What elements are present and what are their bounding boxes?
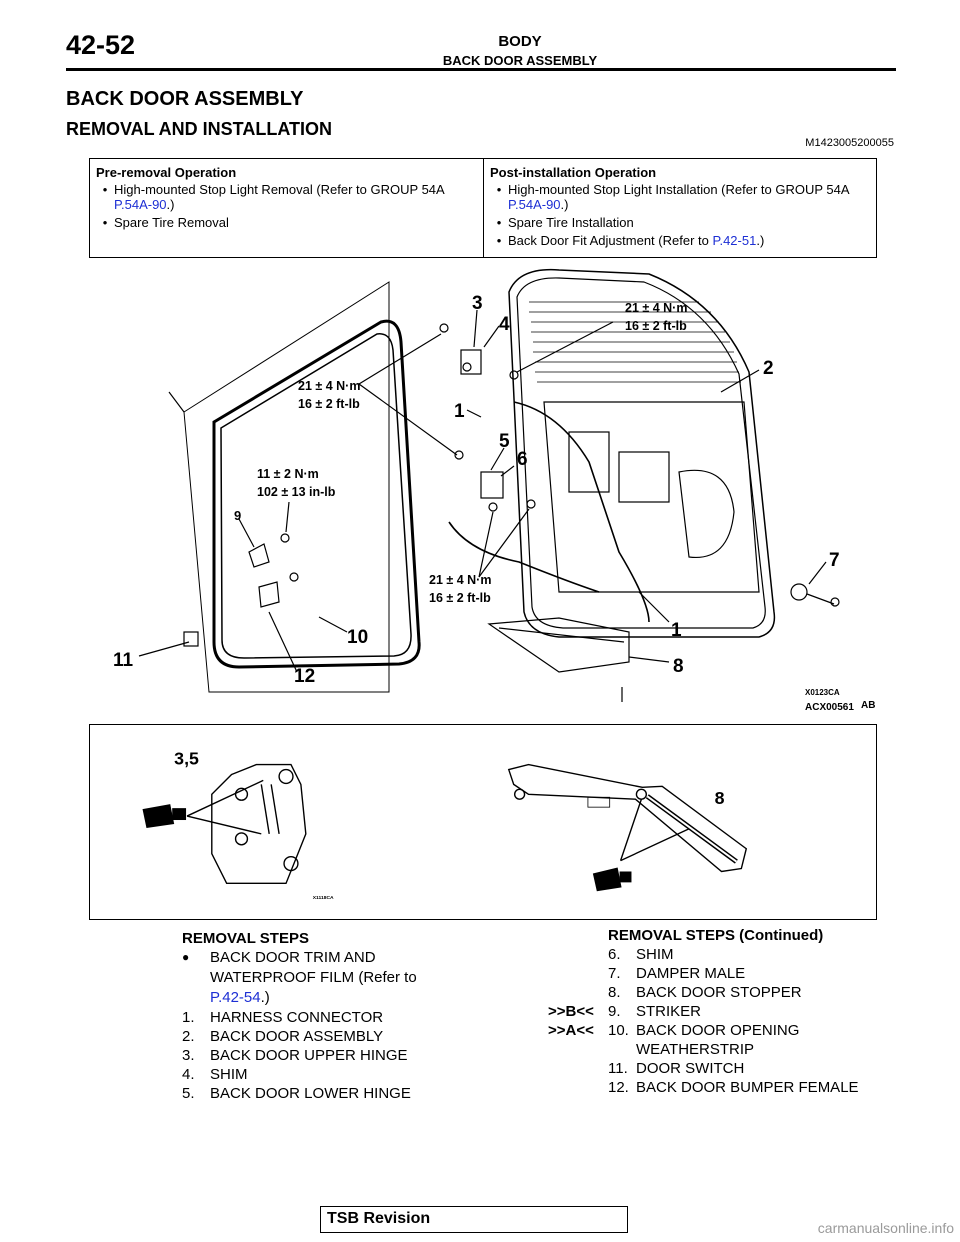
operations-table: Pre-removal Operation • High-mounted Sto… [89,158,877,258]
callout-3: 3 [472,293,483,314]
callout-10: 10 [347,627,368,648]
callout-11: 11 [113,650,134,671]
reference-link[interactable]: P.54A-90 [114,197,167,212]
removal-steps-continued: REMOVAL STEPS (Continued) 6.SHIM 7.DAMPE… [548,926,878,1097]
removal-step: 2.BACK DOOR ASSEMBLY [182,1028,384,1045]
label-stopper: 8 [715,788,725,808]
back-door-exploded-diagram: 3 4 2 1 5 6 9 7 1 10 11 12 8 21 ± 4 N·m … [113,268,875,713]
post-installation-item: • Back Door Fit Adjustment (Refer to P.4… [496,233,765,248]
removal-steps-continued-title: REMOVAL STEPS (Continued) [608,927,824,944]
callout-12: 12 [294,666,315,687]
subsection-title: BACK DOOR ASSEMBLY [442,53,598,68]
page-subtitle: REMOVAL AND INSTALLATION [66,119,332,139]
removal-step: 6.SHIM [608,946,674,963]
header-rule [66,68,896,71]
pre-removal-title: Pre-removal Operation [96,165,237,180]
removal-step: 3.BACK DOOR UPPER HINGE [182,1047,408,1064]
removal-step: >>A<<10.BACK DOOR OPENING WEATHERSTRIP [548,1022,800,1058]
watermark: carmanualsonline.info [817,1220,954,1236]
torque-spec-ft: 16 ± 2 ft-lb [429,591,491,605]
removal-steps-title: REMOVAL STEPS [182,930,309,947]
figure-code: ACX00561 [805,702,854,713]
tsb-revision-box: TSB Revision [320,1206,628,1233]
removal-step: 8.BACK DOOR STOPPER [608,984,802,1001]
torque-spec-ft: 16 ± 2 ft-lb [298,397,360,411]
figure-code: X1118CA [313,895,334,901]
figure-code: X0123CA [805,688,840,697]
removal-step: 5.BACK DOOR LOWER HINGE [182,1085,411,1102]
post-installation-column: Post-installation Operation • High-mount… [483,159,876,257]
torque-spec-nm: 21 ± 4 N·m [429,573,491,587]
callout-9: 9 [234,508,241,523]
page-title: BACK DOOR ASSEMBLY [66,88,304,110]
torque-spec-ft: 16 ± 2 ft-lb [625,319,687,333]
torque-spec-nm: 21 ± 4 N·m [298,379,360,393]
reference-link[interactable]: P.42-54 [210,989,261,1006]
post-installation-title: Post-installation Operation [490,165,657,180]
callout-8: 8 [673,656,684,677]
reference-link[interactable]: P.42-51 [712,233,757,248]
removal-step: 12.BACK DOOR BUMPER FEMALE [608,1079,859,1096]
figure-code: AB [861,700,875,711]
pre-removal-column: Pre-removal Operation • High-mounted Sto… [90,159,483,257]
callout-1: 1 [454,401,465,422]
removal-step-bullet: ● BACK DOOR TRIM AND WATERPROOF FILM (Re… [182,949,417,1006]
page-number: 42-52 [66,30,136,60]
reference-link[interactable]: P.54A-90 [508,197,561,212]
torque-spec-nm: 11 ± 2 N·m [257,467,319,481]
grease-application-diagram: 3,5 8 X1118CA [89,724,877,920]
post-installation-item: • High-mounted Stop Light Installation (… [496,182,849,212]
torque-spec-nm: 21 ± 4 N·m [625,301,687,315]
removal-step: 7.DAMPER MALE [608,965,746,982]
callout-4: 4 [499,314,510,335]
removal-step: 11.DOOR SWITCH [608,1060,745,1077]
pre-removal-item: • Spare Tire Removal [102,215,229,230]
post-installation-item: • Spare Tire Installation [496,215,634,230]
callout-2: 2 [763,358,774,379]
removal-steps: REMOVAL STEPS ● BACK DOOR TRIM AND WATER… [182,929,432,1103]
section-title: BODY [498,33,542,50]
torque-spec-ft: 102 ± 13 in-lb [257,485,336,499]
callout-5: 5 [499,431,510,452]
callout-7: 7 [829,550,840,571]
removal-step: 1.HARNESS CONNECTOR [182,1009,384,1026]
pre-removal-item: • High-mounted Stop Light Removal (Refer… [102,182,444,212]
callout-6: 6 [517,449,528,470]
document-code: M1423005200055 [805,137,894,149]
removal-step: 4.SHIM [182,1066,248,1083]
removal-step: >>B<<9.STRIKER [548,1003,702,1020]
label-hinge: 3,5 [174,749,199,769]
callout-1-lower: 1 [671,620,682,641]
